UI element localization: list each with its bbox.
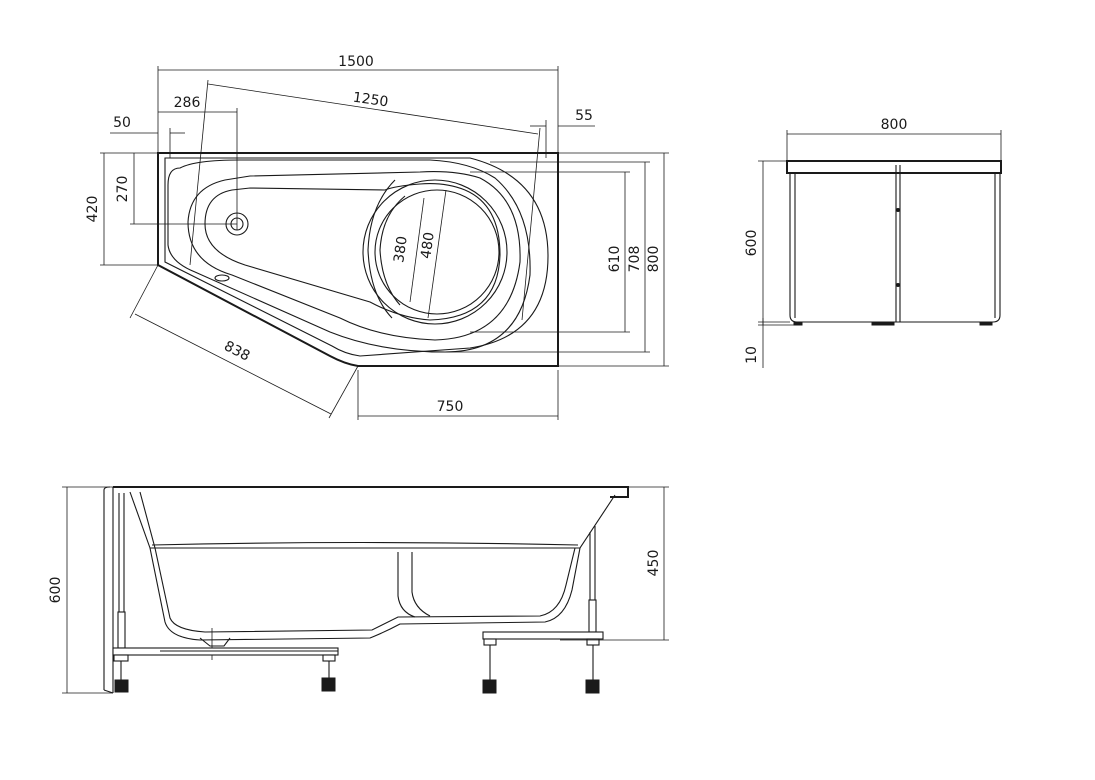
end-foot-left <box>793 321 803 326</box>
side-foot-3 <box>482 679 497 694</box>
dim-800-end: 800 <box>881 117 908 133</box>
side-foot-2 <box>321 677 336 692</box>
side-view: 600 450 <box>48 486 669 694</box>
plan-seat-circle-outer <box>362 179 508 325</box>
side-frame-right-rail <box>482 631 604 640</box>
dim-420: 420 <box>85 196 101 223</box>
side-foot-1 <box>114 679 129 693</box>
dim-55: 55 <box>575 108 593 124</box>
dim-800-plan: 800 <box>646 246 662 273</box>
plan-bowl-outer <box>187 171 521 341</box>
dim-380: 380 <box>391 235 411 264</box>
end-foot-mid <box>871 321 895 326</box>
end-rim <box>786 160 1002 174</box>
plan-deck-edge <box>167 159 531 353</box>
plan-overflow <box>214 274 230 282</box>
dim-10-end: 10 <box>744 346 760 364</box>
dim-600-end: 600 <box>744 230 760 257</box>
plan-backrest <box>367 179 396 319</box>
dim-270: 270 <box>115 176 131 203</box>
plan-bowl-inner <box>204 183 501 321</box>
plan-inner-rim <box>164 157 549 357</box>
side-bowl-inner <box>139 491 576 633</box>
plan-outer-rim <box>157 152 559 367</box>
side-rim <box>113 486 629 498</box>
dim-50: 50 <box>113 115 131 131</box>
dim-1250: 1250 <box>352 90 390 111</box>
dim-450-side: 450 <box>646 550 662 577</box>
dim-600-side: 600 <box>48 577 64 604</box>
plan-seat-circle-inner <box>374 189 500 315</box>
dim-1500: 1500 <box>338 54 374 70</box>
side-seat <box>397 552 431 618</box>
plan-backrest-inner <box>379 195 406 306</box>
dim-750: 750 <box>437 399 464 415</box>
dim-480: 480 <box>418 231 438 260</box>
side-bowl-outer <box>129 491 616 641</box>
end-foot-right <box>979 321 993 326</box>
plan-view: 1500 286 1250 50 55 420 270 380 <box>85 54 669 420</box>
end-view: 800 600 10 <box>744 117 1002 368</box>
dim-286: 286 <box>174 95 201 111</box>
side-front-panel <box>103 689 114 694</box>
dim-610: 610 <box>607 246 623 273</box>
dim-708: 708 <box>627 246 643 273</box>
side-foot-4 <box>585 679 600 694</box>
end-body <box>789 173 1001 323</box>
